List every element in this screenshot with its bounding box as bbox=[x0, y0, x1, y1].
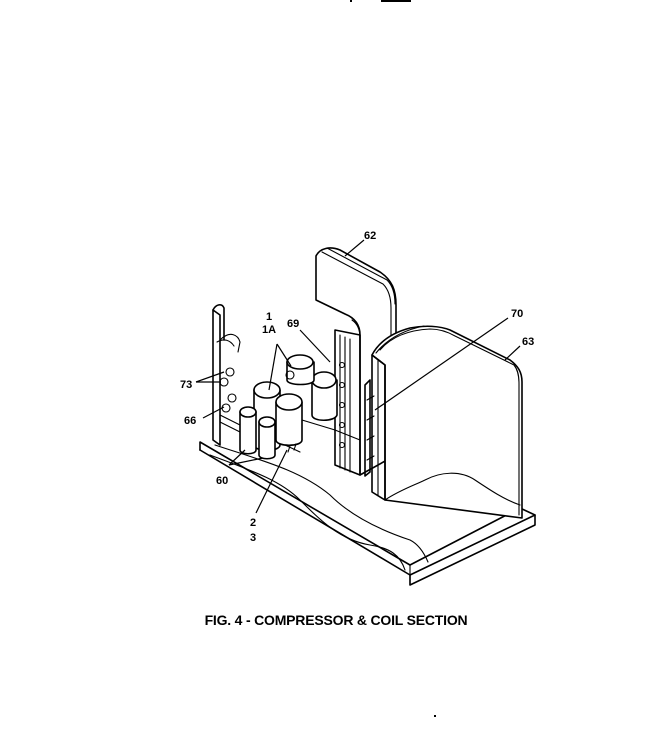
label-1a: 1A bbox=[262, 324, 276, 336]
base-pan bbox=[199, 441, 536, 586]
label-66: 66 bbox=[184, 415, 196, 427]
label-73: 73 bbox=[180, 379, 192, 391]
label-60: 60 bbox=[216, 475, 228, 487]
scan-mark-top bbox=[381, 0, 411, 2]
leader-lines bbox=[195, 239, 521, 514]
coil-63 bbox=[364, 325, 523, 519]
scan-mark-tick bbox=[350, 0, 352, 2]
label-69: 69 bbox=[287, 318, 299, 330]
label-62: 62 bbox=[364, 230, 376, 242]
label-63: 63 bbox=[522, 336, 534, 348]
part-number-labels: 62 70 63 1 1A 69 73 66 60 2 3 bbox=[180, 230, 534, 544]
coil-62 bbox=[315, 247, 397, 476]
compressor-assembly bbox=[239, 354, 361, 460]
label-2: 2 bbox=[250, 517, 256, 529]
label-3: 3 bbox=[250, 532, 256, 544]
scan-speck bbox=[434, 715, 436, 717]
label-70: 70 bbox=[511, 308, 523, 320]
figure-caption: FIG. 4 - COMPRESSOR & COIL SECTION bbox=[204, 612, 468, 628]
label-1: 1 bbox=[266, 311, 272, 323]
